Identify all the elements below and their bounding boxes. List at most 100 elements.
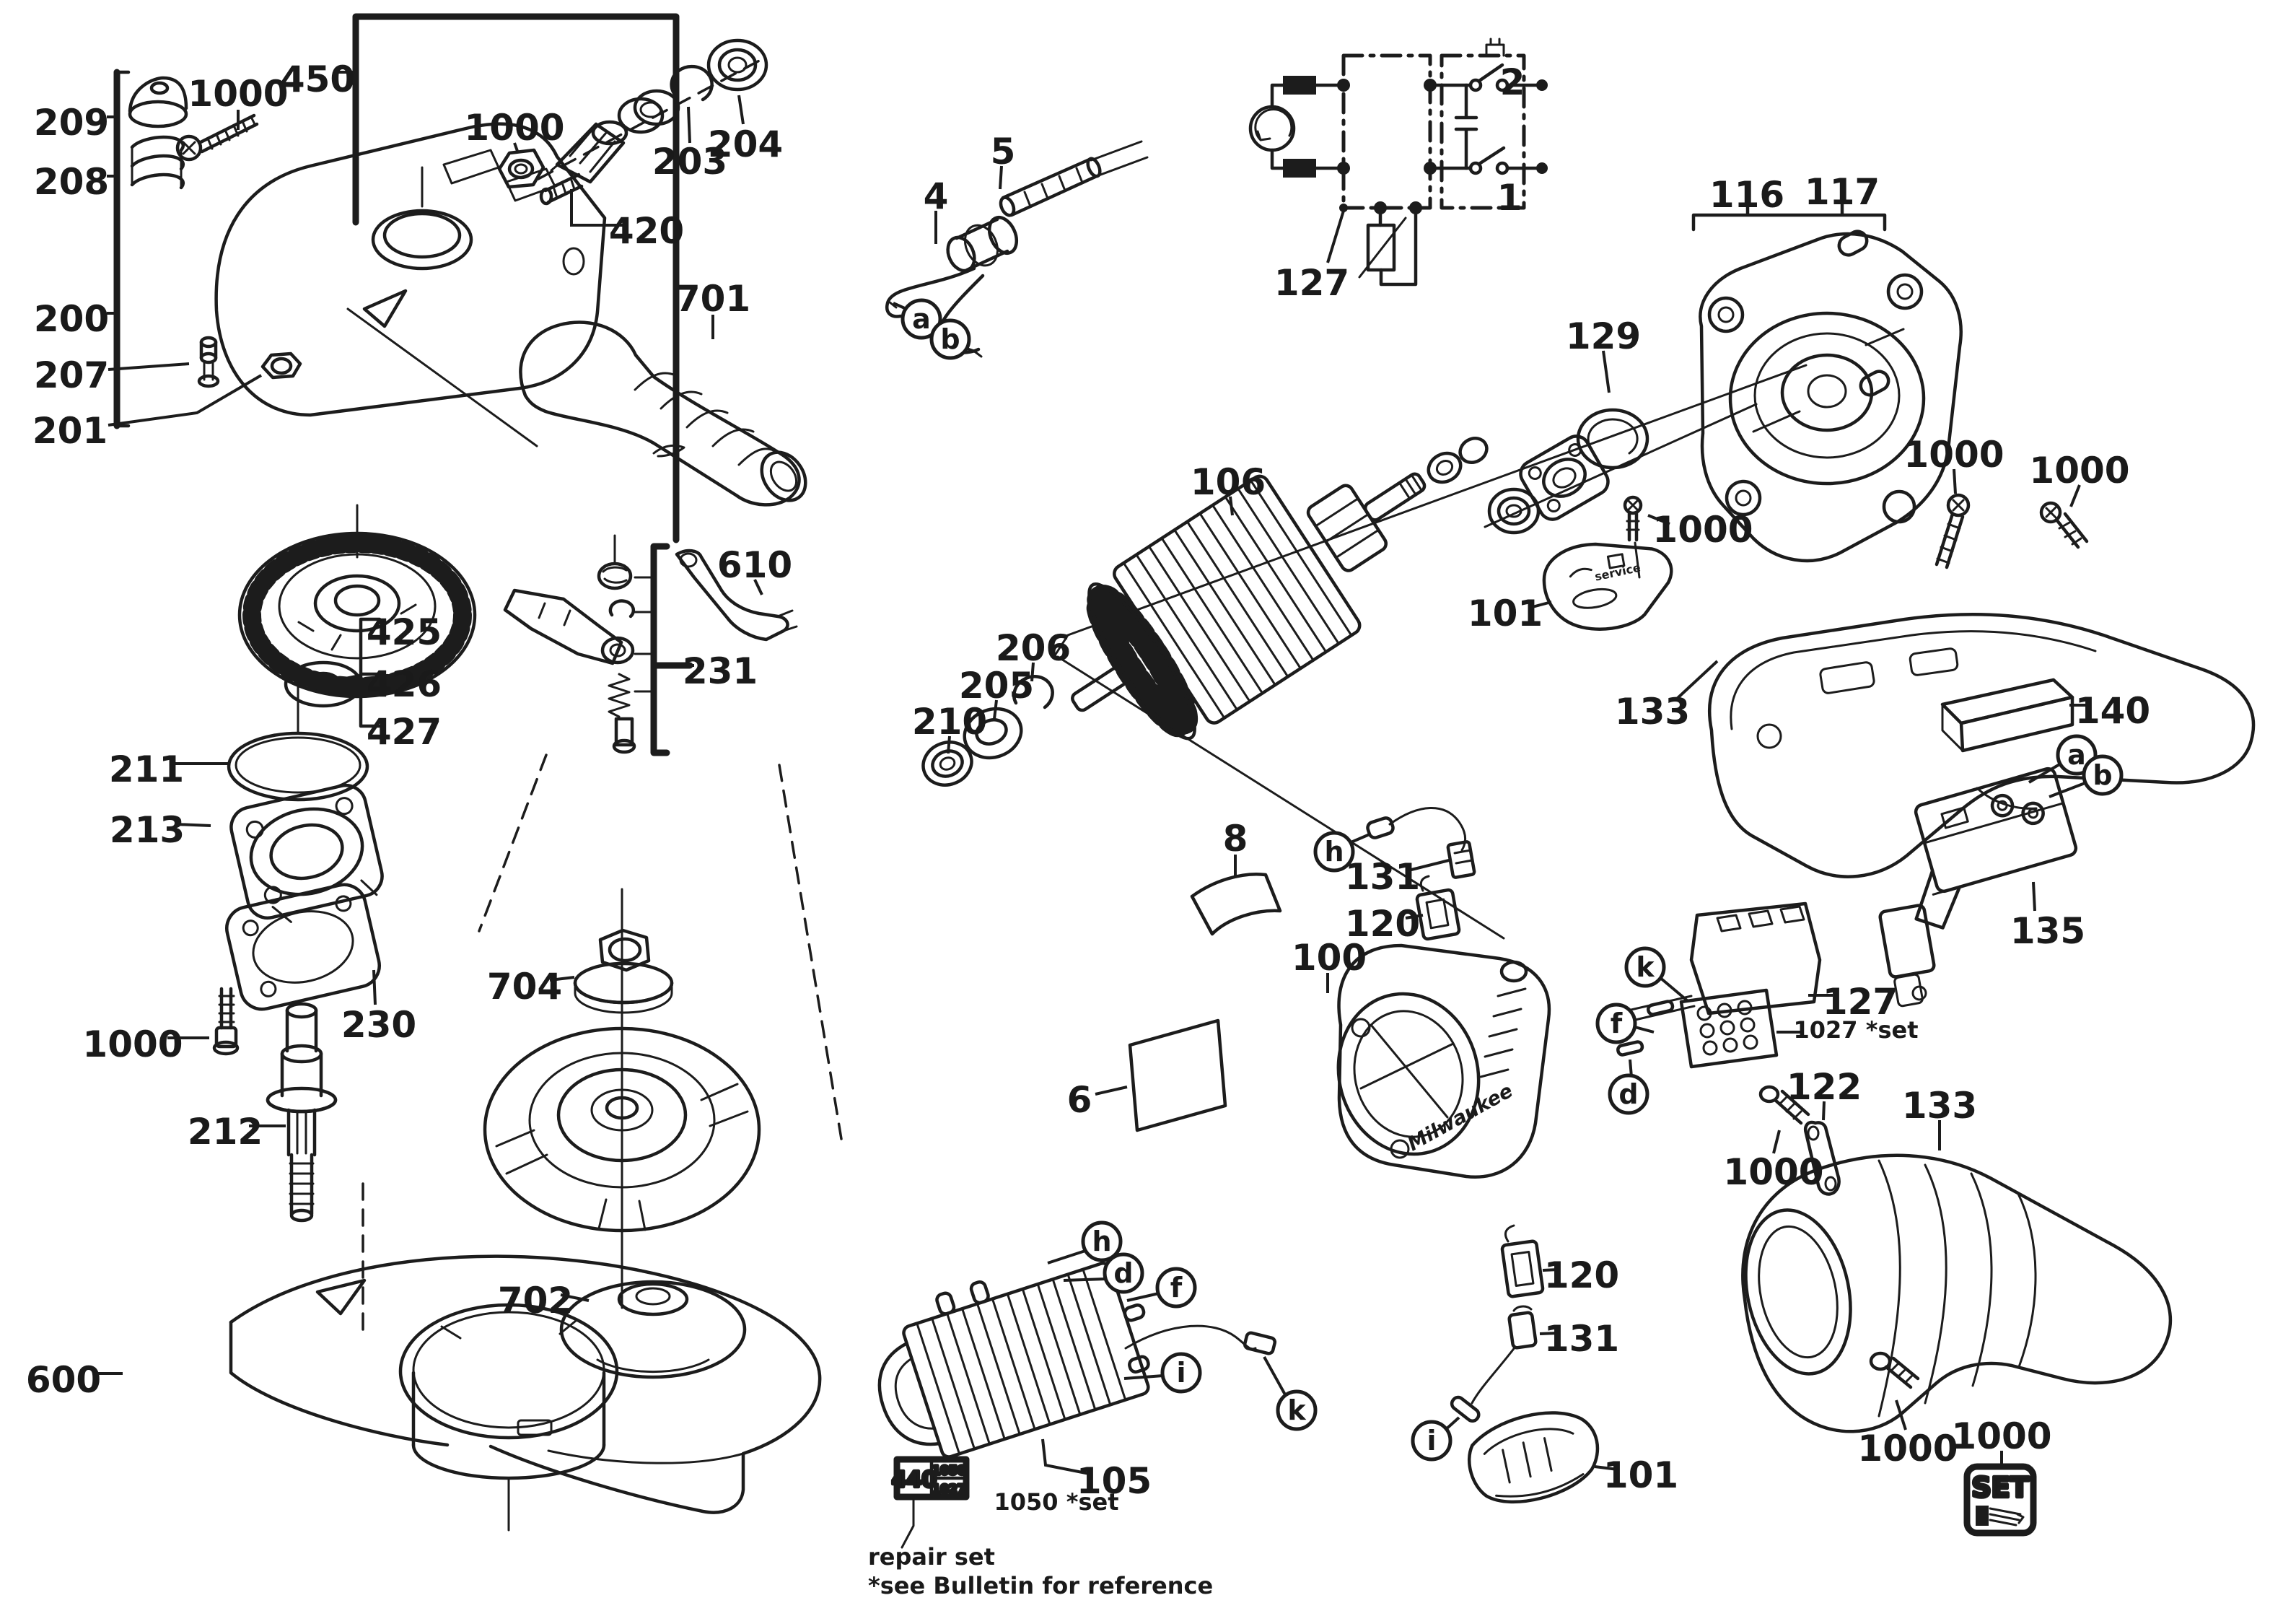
letter-circle-h (1081, 1220, 1123, 1262)
pin-207 (197, 336, 220, 388)
part-callout-116: 116 (1709, 174, 1784, 216)
service-cover-101 (1542, 542, 1673, 631)
part-callout-610: 610 (717, 544, 792, 586)
part-callout-209: 209 (34, 102, 109, 144)
coil-lead-wire (1124, 1324, 1277, 1355)
note-text-0: 1027 *set (1794, 1016, 1919, 1044)
callout-207-leader (108, 362, 190, 371)
part-callout-120: 120 (1544, 1254, 1619, 1296)
screw-1000-service (1623, 495, 1643, 579)
note-text-1: 1050 *set (994, 1488, 1119, 1516)
crown-gear-425 (237, 504, 477, 699)
screw-1000-122 (1758, 1085, 1810, 1125)
callout-1000-leader (1647, 514, 1670, 525)
callout-210-leader (947, 735, 951, 754)
gearcase-cover-200 (214, 122, 607, 447)
letter-label-h: h (1324, 836, 1344, 868)
spring-208 (130, 135, 185, 190)
part-callout-105: 105 (1077, 1460, 1152, 1502)
part-callout-213: 213 (110, 809, 185, 851)
set-badge: SET (1963, 1463, 2037, 1537)
callout-101-leader (1594, 1465, 1618, 1471)
badge-440-lower: 1027 (932, 1482, 965, 1497)
callout-101-leader (1529, 600, 1552, 609)
callout-230-leader (372, 969, 377, 1005)
brush-holder-120-lower (1500, 1224, 1545, 1298)
letter-label-k: k (1636, 951, 1655, 983)
note-text-4: service (1593, 561, 1642, 584)
letter-circle-b (2082, 754, 2124, 796)
motor-housing-100 (1336, 943, 1551, 1179)
field-coil-105 (877, 1262, 1150, 1459)
letter-label-i: i (1427, 1425, 1436, 1456)
wheel-guard-600 (229, 1254, 822, 1532)
electronics-127 (1616, 901, 1822, 1069)
callout-131-leader (1539, 1332, 1559, 1335)
part-callout-106: 106 (1191, 461, 1266, 503)
washer-205 (963, 707, 1023, 760)
part-callout-135: 135 (2010, 910, 2085, 952)
part-callout-101: 101 (1603, 1454, 1678, 1496)
switch-module-135 (1914, 766, 2078, 930)
callout-6-leader (1095, 1086, 1128, 1096)
retainer-129 (1576, 408, 1649, 470)
side-handle-701 (519, 320, 807, 507)
lock-snapring-231 (608, 599, 636, 619)
letter-label-k: k (1287, 1394, 1306, 1426)
part-callout-420: 420 (609, 210, 684, 252)
lock-lever-231 (503, 588, 635, 665)
part-callout-1: 1 (1497, 177, 1522, 219)
letter-circle-k (1624, 946, 1666, 988)
cap-209 (128, 76, 188, 128)
letter-label-h: h (1092, 1226, 1111, 1257)
callout-213-leader (175, 823, 211, 827)
left-bracket (113, 69, 131, 429)
callout-106-leader (1229, 496, 1234, 516)
letter-label-f: f (1611, 1008, 1623, 1039)
link-122 (1804, 1120, 1841, 1196)
callout-204-leader (737, 95, 745, 125)
letter-label-d: d (1113, 1257, 1133, 1289)
armature-106 (1071, 472, 1427, 741)
letter-circle-a (901, 298, 942, 340)
part-callout-117: 117 (1805, 171, 1880, 213)
brush-131-upper (1366, 807, 1476, 879)
callout-122-leader (1822, 1101, 1826, 1121)
brush-131-lower (1450, 1305, 1538, 1423)
part-callout-203: 203 (652, 141, 727, 183)
part-callout-127: 127 (1274, 262, 1349, 304)
handle-upper-133 (1707, 613, 2256, 878)
part-callout-1000: 1000 (1652, 509, 1753, 551)
letter-label-b: b (940, 323, 960, 355)
axis-line-pinion (537, 58, 763, 180)
part-callout-133: 133 (1615, 691, 1690, 733)
part-callout-231: 231 (683, 650, 758, 692)
callout-135-leader (2032, 881, 2036, 912)
lock-spring-231 (608, 673, 631, 718)
letter-circle-d (1103, 1252, 1144, 1294)
group-boundary-pad (362, 754, 843, 1337)
bearing-plate (1519, 434, 1610, 521)
note-text-3: *see Bulletin for reference (868, 1572, 1213, 1599)
letter-label-f: f (1170, 1272, 1183, 1303)
snap-ring-420 (670, 64, 714, 102)
part-callout-1000: 1000 (464, 107, 564, 149)
note-text-5: Milwaukee (1404, 1080, 1517, 1156)
letter-label-d: d (1618, 1078, 1638, 1110)
bracket-425-427 (337, 617, 382, 728)
part-callout-1000: 1000 (188, 73, 288, 115)
screw-1000-gearcase (1934, 493, 1971, 569)
pins-117 (1837, 230, 1890, 397)
part-callout-133: 133 (1902, 1085, 1977, 1127)
service-cover-101-lower (1467, 1411, 1600, 1504)
part-callout-207: 207 (34, 354, 109, 396)
part-callout-5: 5 (991, 131, 1016, 172)
letter-circle-i (1411, 1420, 1452, 1462)
part-callout-426: 426 (367, 663, 442, 705)
letter-circle-b (929, 318, 971, 360)
o-ring-211 (227, 686, 369, 802)
part-callout-1000: 1000 (1857, 1428, 1958, 1469)
letter-i-leader (1123, 1374, 1164, 1380)
lock-plunger-231 (612, 717, 636, 754)
